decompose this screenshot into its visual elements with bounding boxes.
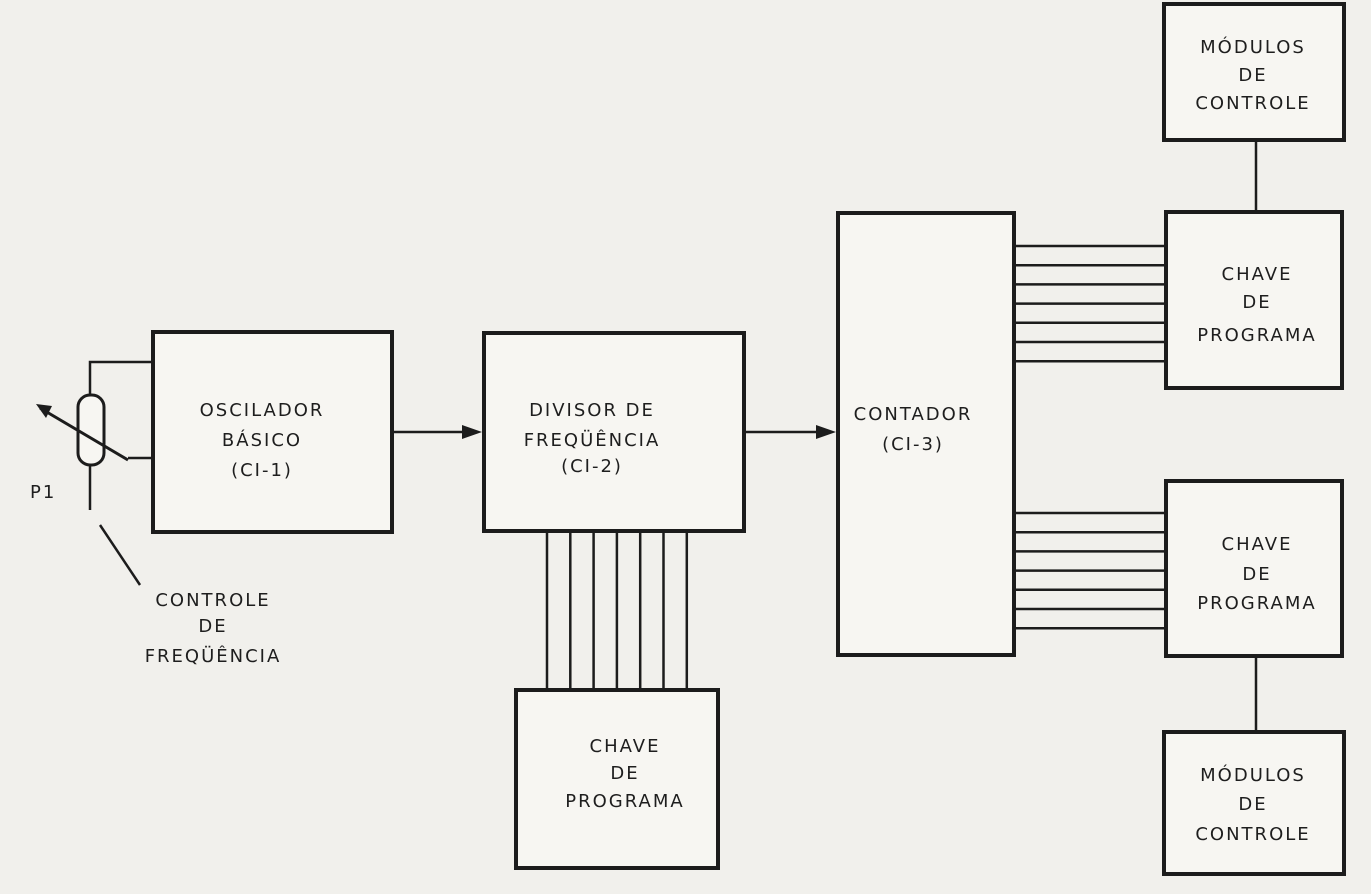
contador-block: CONTADOR (CI-3) (836, 211, 1016, 657)
potentiometer-arrow-tip (36, 404, 52, 418)
chave-programa-bottom-block: CHAVE DE PROGRAMA (1164, 479, 1344, 658)
frequency-control-caption-3: FREQÜÊNCIA (145, 645, 282, 667)
divisor-label-3: (CI-2) (561, 456, 623, 477)
potentiometer-body (76, 393, 106, 467)
chave-bottom-label-1: CHAVE (1222, 534, 1293, 555)
bus-contador-to-chave-bottom (1014, 511, 1166, 630)
divisor-to-contador-arrowhead (816, 425, 836, 439)
chave-bottom-label-3: PROGRAMA (1197, 593, 1316, 614)
divisor-block: DIVISOR DE FREQÜÊNCIA (CI-2) (482, 331, 746, 533)
potentiometer-label: P1 (30, 482, 56, 503)
frequency-control-caption-1: CONTROLE (155, 590, 270, 611)
potentiometer-symbol (36, 393, 129, 467)
bus-divisor-to-chave (545, 531, 689, 690)
chave-programa-divisor-block: CHAVE DE PROGRAMA (514, 688, 720, 870)
oscilador-label-2: BÁSICO (222, 429, 302, 451)
chave-programa-top-block: CHAVE DE PROGRAMA (1164, 210, 1344, 390)
modulos-top-label-2: DE (1238, 65, 1267, 86)
modulos-bottom-label-1: MÓDULOS (1200, 764, 1306, 786)
oscilador-block: OSCILADOR BÁSICO (CI-1) (151, 330, 394, 534)
modulos-controle-bottom-block: MÓDULOS DE CONTROLE (1162, 730, 1346, 876)
modulos-controle-top-block: MÓDULOS DE CONTROLE (1162, 2, 1346, 142)
chave-bottom-label-2: DE (1242, 564, 1271, 585)
caption-leader-line (98, 524, 142, 586)
divisor-label-1: DIVISOR DE (529, 400, 655, 421)
chave-top-label-2: DE (1242, 292, 1271, 313)
oscilador-label-3: (CI-1) (231, 460, 293, 481)
contador-label-2: (CI-3) (882, 434, 944, 455)
chave-divisor-label-1: CHAVE (590, 736, 661, 757)
oscilador-label-1: OSCILADOR (200, 400, 325, 421)
chave-divisor-label-3: PROGRAMA (565, 791, 684, 812)
chave-divisor-label-2: DE (610, 763, 639, 784)
modulos-bottom-label-3: CONTROLE (1195, 824, 1310, 845)
pot-top-wire (88, 360, 153, 395)
contador-label-1: CONTADOR (854, 404, 973, 425)
modulos-top-label-1: MÓDULOS (1200, 36, 1306, 58)
osc-to-divisor-arrowhead (462, 425, 482, 439)
chave-top-label-1: CHAVE (1222, 264, 1293, 285)
chave-top-label-3: PROGRAMA (1197, 325, 1316, 346)
modulos-top-label-3: CONTROLE (1195, 93, 1310, 114)
frequency-control-caption-2: DE (198, 616, 227, 637)
modulos-bottom-label-2: DE (1238, 794, 1267, 815)
bus-contador-to-chave-top (1014, 244, 1166, 363)
divisor-label-2: FREQÜÊNCIA (524, 429, 661, 451)
potentiometer-variable-arrow (39, 406, 129, 462)
